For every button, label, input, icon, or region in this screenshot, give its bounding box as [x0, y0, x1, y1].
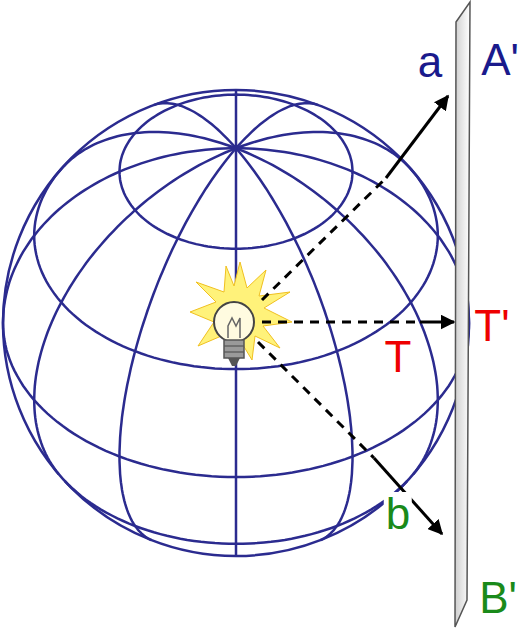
point-label: B': [477, 576, 519, 620]
ray-dashed: [258, 342, 374, 458]
globe-outline: [3, 90, 469, 556]
ray-label: a: [416, 40, 444, 84]
meridian-line: [235, 90, 238, 148]
bulb-tip: [228, 358, 240, 366]
globe-wireframe: [3, 90, 469, 556]
ray-label: b: [384, 492, 412, 536]
meridian-line: [120, 148, 237, 540]
meridian-line: [154, 103, 236, 148]
light-glow: [190, 262, 292, 360]
point-label: T': [472, 304, 511, 348]
light-bulb: [190, 262, 292, 366]
meridian-line: [236, 103, 318, 148]
bulb-thread: [224, 351, 244, 352]
projection-plane: [455, 2, 470, 627]
meridian-line: [236, 132, 411, 169]
bulb-base: [224, 340, 244, 358]
ray-dashed: [262, 321, 420, 324]
bulb-glass: [214, 302, 254, 342]
bulb-filament: [228, 318, 240, 338]
bulb-thread: [224, 345, 244, 346]
ray-arrow: [420, 321, 454, 324]
meridian-line: [3, 148, 236, 323]
projection-rays: [258, 96, 454, 534]
ray-arrow: [386, 96, 448, 178]
ray-label: T: [383, 335, 414, 379]
point-label: A': [479, 38, 521, 82]
ray-dashed: [262, 178, 386, 300]
